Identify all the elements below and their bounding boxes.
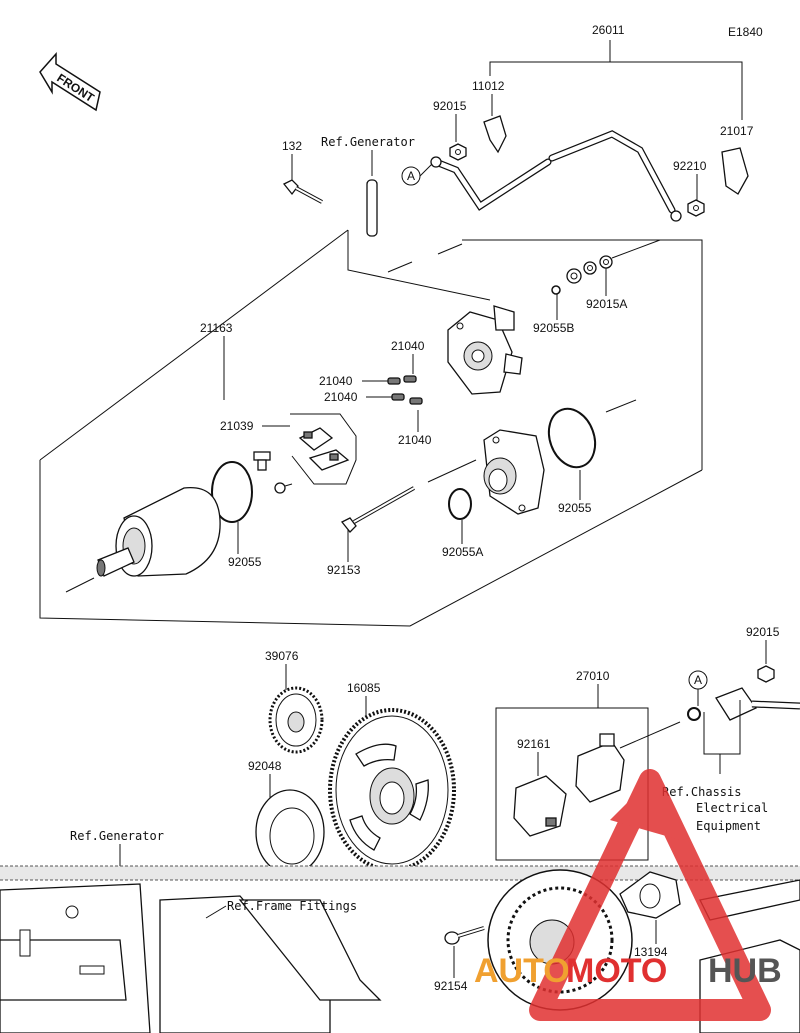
label-132: 132 bbox=[282, 139, 302, 153]
label-21040-a: 21040 bbox=[391, 339, 425, 353]
drive-end-cover bbox=[483, 429, 545, 515]
starter-motor-body bbox=[96, 486, 221, 577]
label-16085: 16085 bbox=[347, 681, 381, 695]
callout-a-top-label: A bbox=[407, 169, 415, 183]
chassis-cable-end bbox=[715, 687, 800, 721]
front-arrow-icon: FRONT bbox=[39, 52, 101, 112]
ref-chassis-line1: Ref.Chassis bbox=[662, 785, 741, 799]
label-92161: 92161 bbox=[517, 737, 551, 751]
oring-92055a bbox=[448, 488, 472, 520]
ref-frame-fittings: Ref.Frame Fittings bbox=[227, 899, 357, 913]
label-21163: 21163 bbox=[200, 321, 233, 335]
label-92055b: 92055B bbox=[533, 321, 574, 335]
washer-92048 bbox=[255, 789, 325, 875]
cable-boot-11012 bbox=[483, 115, 507, 154]
watermark-logo bbox=[529, 769, 771, 1021]
frame-background bbox=[0, 865, 800, 1033]
label-92055-left: 92055 bbox=[228, 555, 262, 569]
label-92153: 92153 bbox=[327, 563, 361, 577]
label-26011: 26011 bbox=[592, 23, 625, 37]
label-92154: 92154 bbox=[434, 979, 468, 993]
small-screw bbox=[274, 482, 293, 494]
oring-92055-left bbox=[211, 461, 253, 523]
ref-chassis-line2: Electrical bbox=[696, 801, 768, 815]
generator-bracket bbox=[366, 179, 378, 237]
label-92048: 92048 bbox=[248, 759, 282, 773]
bolt-132 bbox=[282, 179, 323, 204]
ref-generator-top: Ref.Generator bbox=[321, 135, 415, 149]
label-21040-b: 21040 bbox=[319, 374, 353, 388]
label-11012: 11012 bbox=[472, 79, 505, 93]
watermark-text-2: MOTO bbox=[566, 952, 667, 990]
bracket-13194 bbox=[619, 871, 681, 919]
idle-gear-39076 bbox=[268, 686, 324, 754]
starter-relay-27010 bbox=[575, 721, 681, 803]
brush-springs-21040 bbox=[387, 375, 423, 405]
label-92015-top: 92015 bbox=[433, 99, 467, 113]
starter-clutch-gear-16085 bbox=[328, 708, 456, 872]
callout-a-bottom-label: A bbox=[694, 673, 702, 687]
watermark-text-3: HUB bbox=[708, 952, 782, 990]
oring-92055b bbox=[551, 285, 561, 295]
brush-holder-21039 bbox=[298, 427, 350, 471]
watermark-text: AUTO MOTO HUB bbox=[474, 952, 782, 990]
through-bolt-92153 bbox=[340, 486, 415, 533]
watermark-text-1: AUTO bbox=[474, 952, 570, 990]
label-39076: 39076 bbox=[265, 649, 299, 663]
screw-92154 bbox=[444, 926, 485, 945]
label-21040-d: 21040 bbox=[398, 433, 432, 447]
ref-chassis-line3: Equipment bbox=[696, 819, 761, 833]
nut-92015-bottom bbox=[757, 665, 775, 683]
terminal-cover-21017 bbox=[721, 147, 749, 195]
label-21040-c: 21040 bbox=[324, 390, 358, 404]
label-13194: 13194 bbox=[634, 945, 668, 959]
label-92015-bottom: 92015 bbox=[746, 625, 780, 639]
diagram-code: E1840 bbox=[728, 25, 763, 39]
label-27010: 27010 bbox=[576, 669, 610, 683]
label-92055-right: 92055 bbox=[558, 501, 592, 515]
oring-92055-right bbox=[547, 407, 597, 469]
relay-cover-92161 bbox=[513, 775, 567, 837]
label-92210: 92210 bbox=[673, 159, 707, 173]
connector-ring bbox=[687, 707, 701, 721]
label-21017: 21017 bbox=[720, 124, 754, 138]
label-92015a: 92015A bbox=[586, 297, 627, 311]
ref-generator-bottom: Ref.Generator bbox=[70, 829, 164, 843]
starter-end-cover bbox=[447, 305, 523, 395]
brush-terminal bbox=[253, 451, 271, 471]
label-21039: 21039 bbox=[220, 419, 254, 433]
label-92055a: 92055A bbox=[442, 545, 483, 559]
